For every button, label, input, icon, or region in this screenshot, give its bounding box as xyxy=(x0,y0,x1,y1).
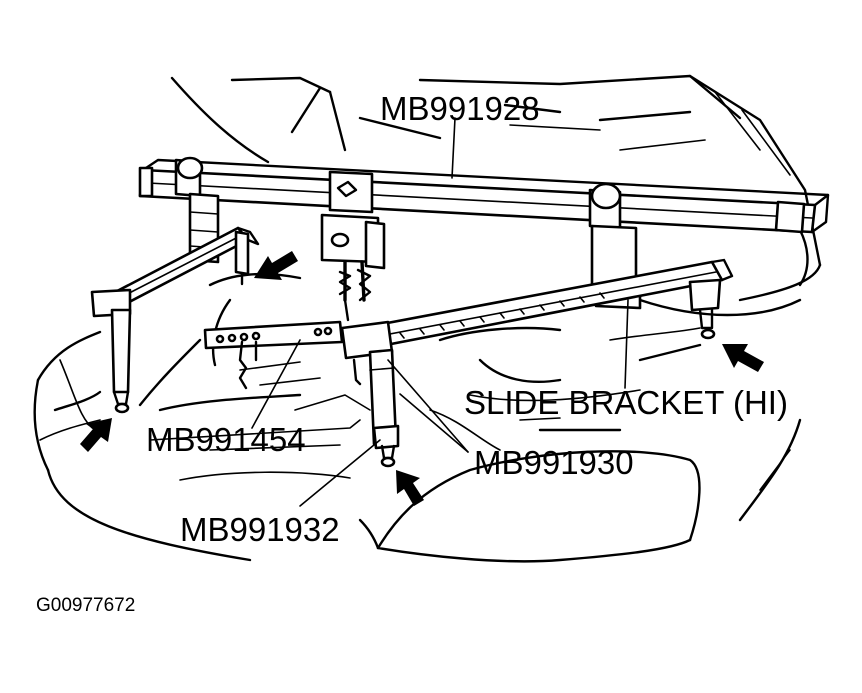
arrow-icon xyxy=(254,251,298,280)
label-chain-tool: MB991454 xyxy=(146,421,306,458)
arrow-icon xyxy=(80,418,112,452)
left-lateral-bar xyxy=(98,226,260,314)
center-leg xyxy=(340,320,400,468)
crossbar xyxy=(138,156,830,234)
center-bracket xyxy=(320,170,386,322)
label-base-tool: MB991932 xyxy=(180,511,340,548)
label-bar-tool: MB991928 xyxy=(380,90,540,127)
label-slide-bracket: SLIDE BRACKET (HI) xyxy=(464,384,788,421)
label-leg-tool: MB991930 xyxy=(474,444,634,481)
chain-arm xyxy=(203,320,344,390)
arrow-icon xyxy=(722,344,764,372)
leader-lines xyxy=(251,117,629,507)
left-front-leg xyxy=(90,288,132,414)
figure-id: G00977672 xyxy=(36,595,135,616)
arrow-icon xyxy=(396,470,424,506)
slide-bracket-bar xyxy=(348,258,734,352)
